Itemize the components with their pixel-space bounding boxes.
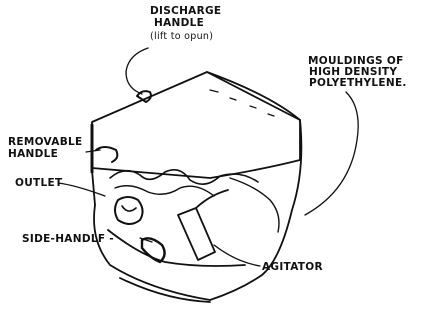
agitator-label: AGITATOR: [262, 262, 323, 273]
outlet-label: OUTLET: [15, 178, 62, 189]
discharge-handle-label-line1: DISCHARGE: [150, 6, 221, 17]
agitator-paddle: [178, 208, 215, 260]
discharge-handle-label-line2: HANDLE: [154, 18, 204, 29]
removable-handle-shape: [96, 147, 117, 162]
lid-outline: [92, 72, 300, 178]
leader-discharge: [126, 48, 148, 94]
discharge-handle-note: (lift to opun): [150, 31, 213, 42]
body-front-bottom: [94, 205, 210, 300]
removable-handle-label-line2: HANDLE: [8, 149, 58, 160]
side-handle-shape: [142, 238, 165, 262]
removable-handle-label-line1: REMOVABLE: [8, 137, 82, 148]
outlet-inner: [122, 206, 136, 211]
inner-base-curve: [108, 230, 245, 266]
leader-agitator: [214, 245, 260, 266]
mechanism-sketch-3: [230, 178, 279, 232]
leader-outlet: [58, 183, 105, 196]
mechanism-sketch-2: [115, 186, 214, 196]
body-right-side: [210, 120, 301, 300]
body-left-side: [92, 170, 95, 205]
lid-shading: [210, 90, 274, 116]
leader-mouldings: [305, 92, 358, 215]
agitator-shaft: [196, 190, 228, 208]
mouldings-label-line3: POLYETHYLENE.: [309, 78, 407, 89]
side-handle-label: SIDE-HANDLF -: [22, 234, 114, 245]
mechanism-sketch: [110, 170, 258, 184]
